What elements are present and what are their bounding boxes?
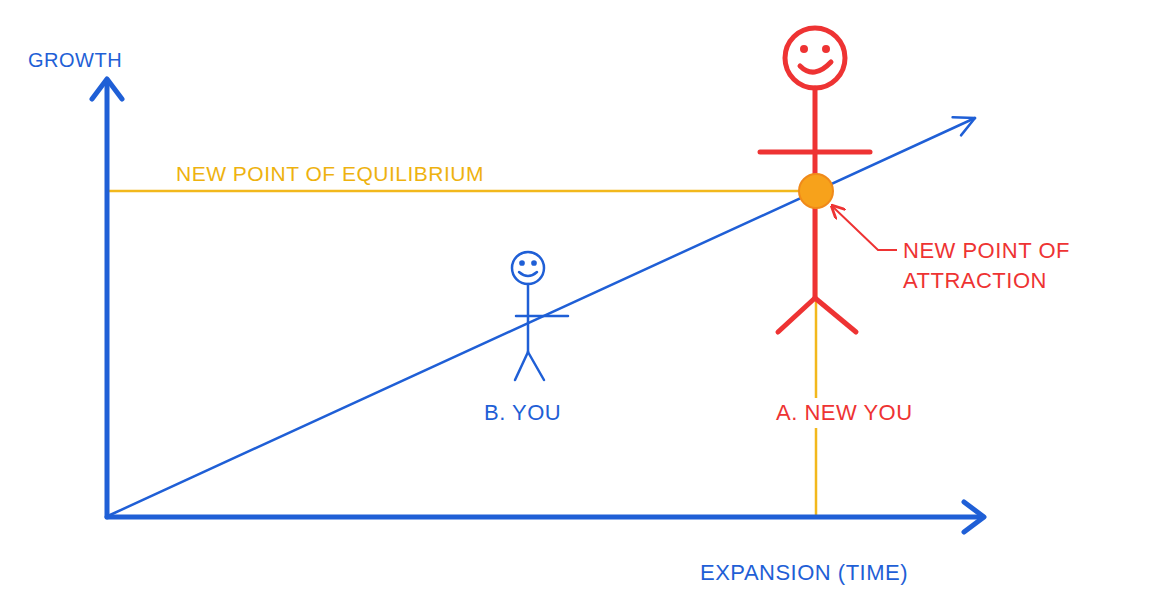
figure-label: A. NEW YOU	[773, 398, 916, 428]
growth-arrowhead	[953, 117, 975, 135]
new-you-figure	[760, 28, 870, 332]
leader-line	[832, 206, 897, 250]
growth-axis	[105, 80, 110, 517]
equilibrium-line	[107, 190, 816, 193]
growth-line	[110, 118, 975, 515]
axis-title: EXPANSION (TIME)	[700, 558, 908, 588]
axis-arrowhead	[92, 79, 122, 99]
you-figure	[512, 252, 568, 380]
axis-title: GROWTH	[28, 47, 122, 74]
callout-label: NEW POINT OF ATTRACTION	[903, 236, 1103, 295]
axis-arrowhead	[964, 502, 984, 532]
time-axis	[107, 515, 983, 520]
attraction-point	[799, 174, 833, 208]
line-label: NEW POINT OF EQUILIBRIUM	[176, 160, 484, 188]
figure-label: B. YOU	[484, 398, 561, 428]
